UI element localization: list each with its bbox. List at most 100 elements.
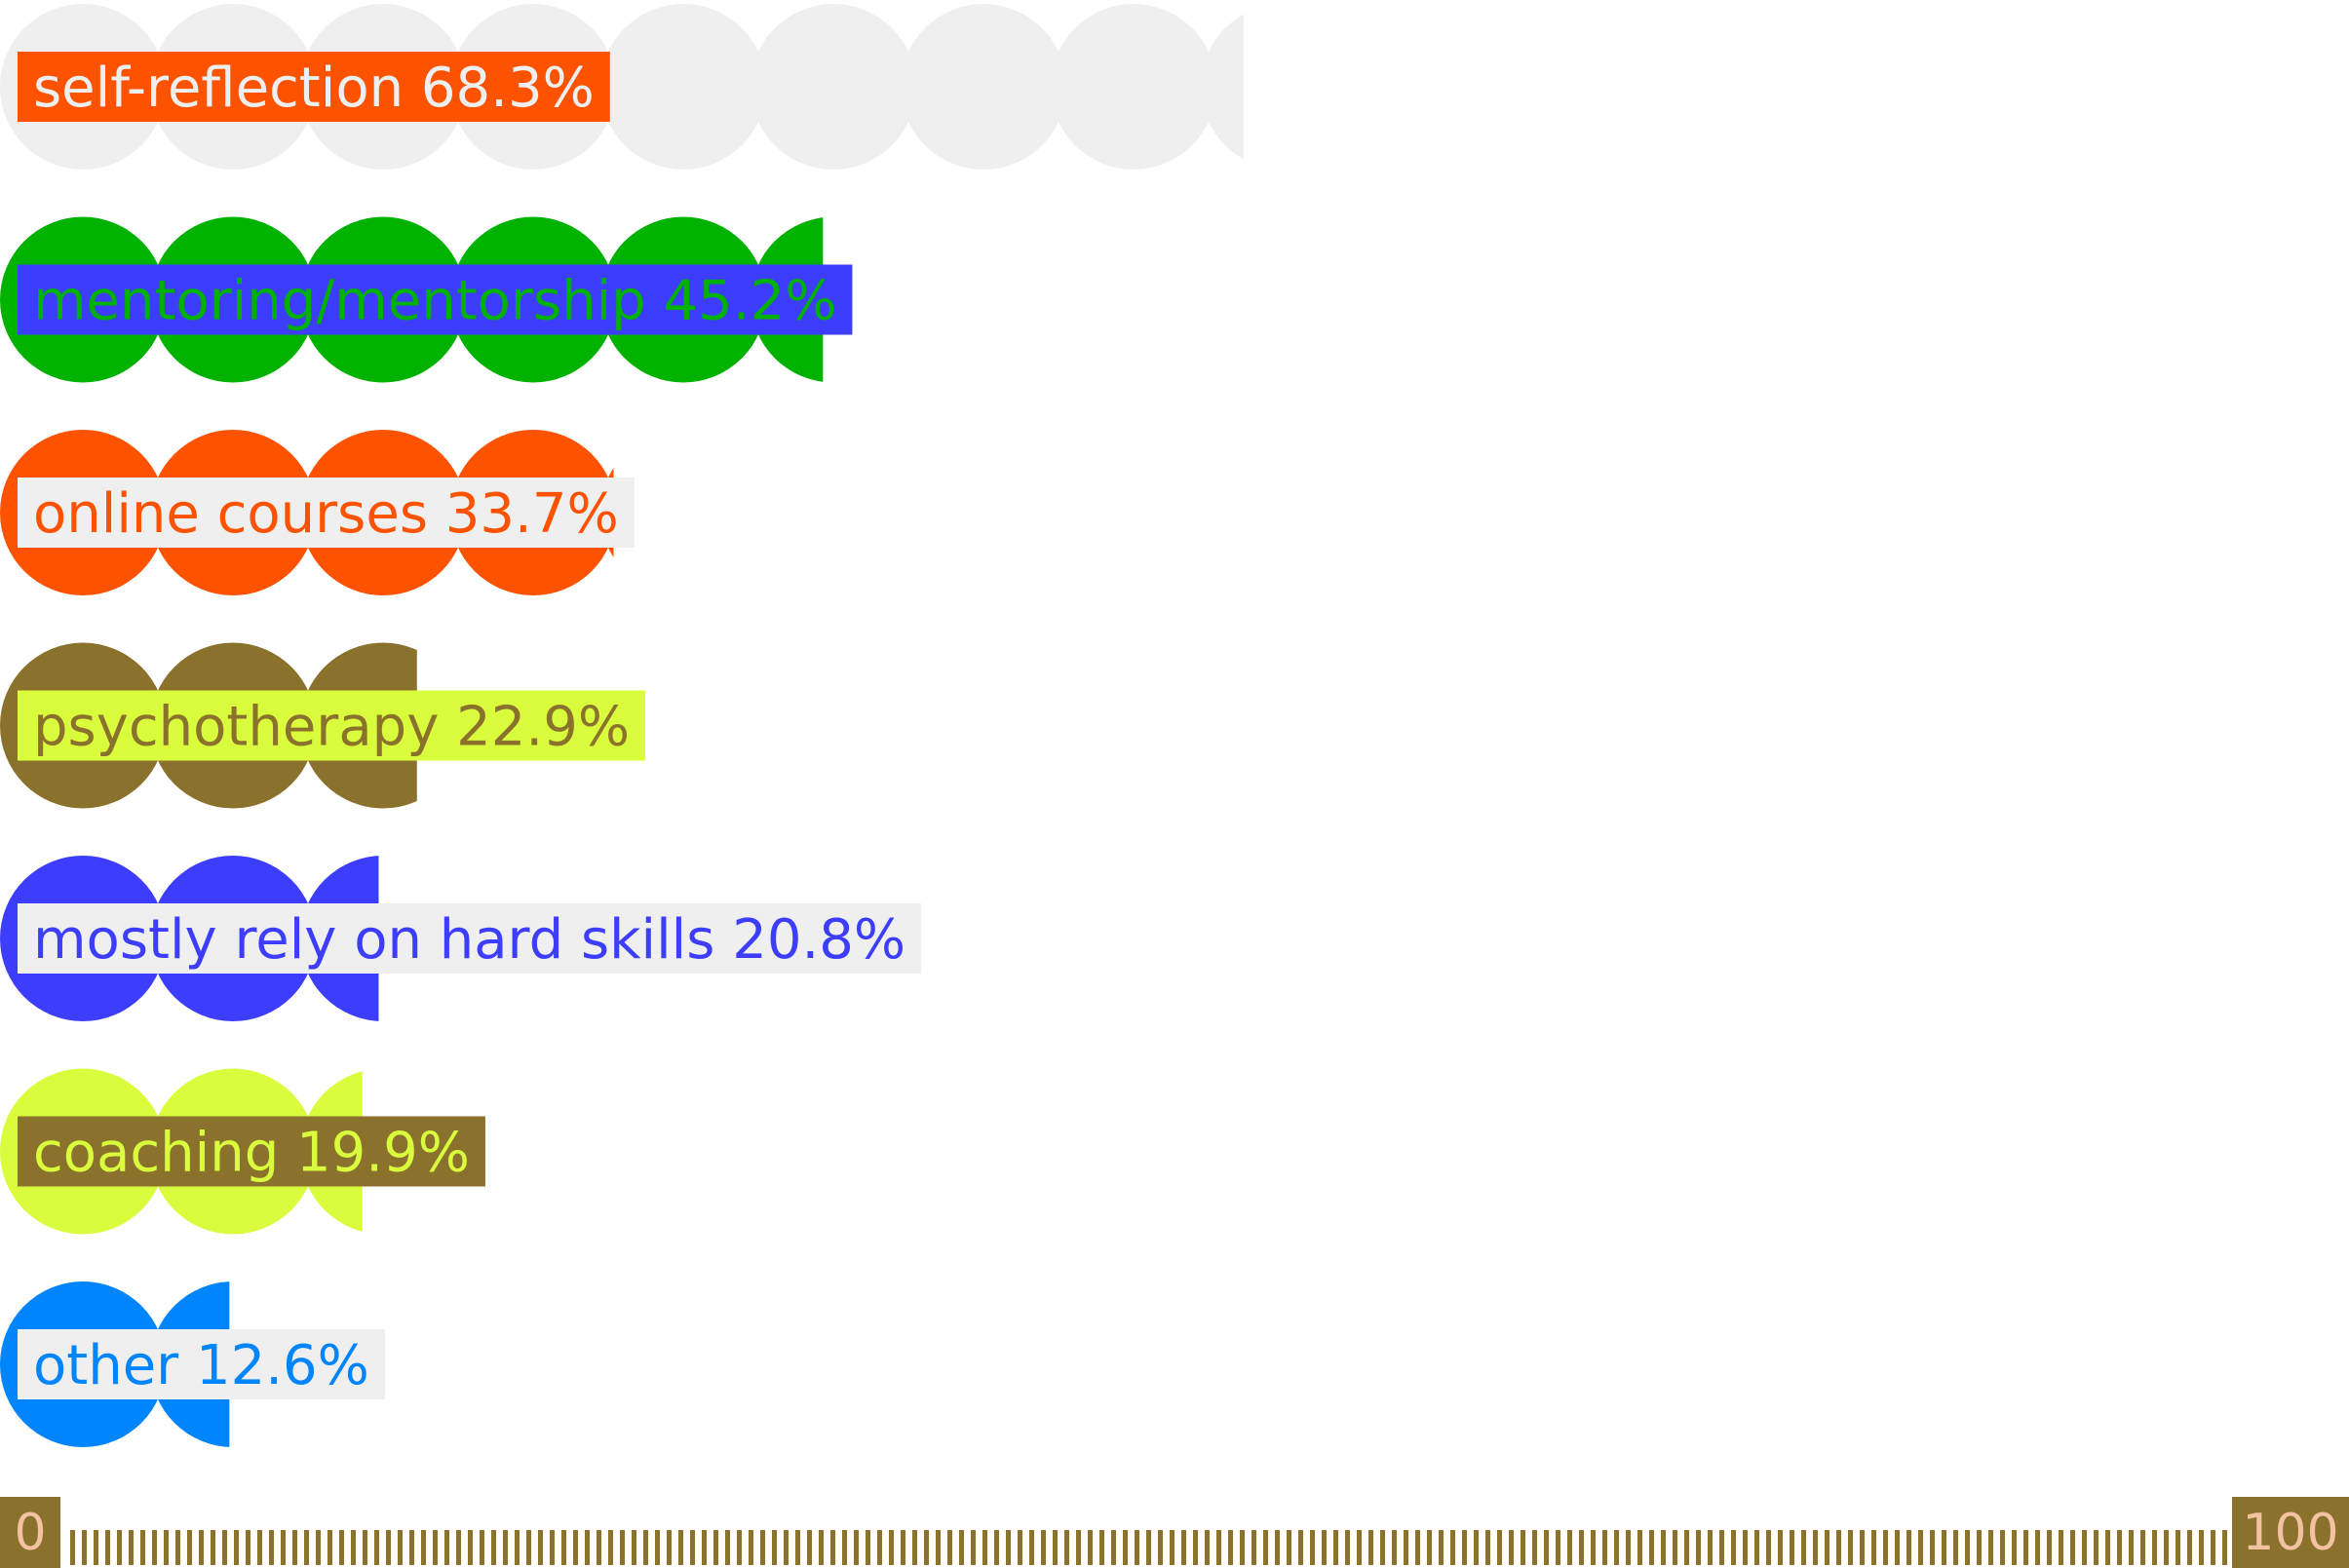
axis-tick bbox=[491, 1530, 496, 1565]
axis-tick bbox=[503, 1530, 508, 1565]
axis-tick bbox=[199, 1530, 204, 1565]
bar-row: online courses 33.7% bbox=[0, 430, 635, 595]
axis-tick bbox=[433, 1530, 438, 1565]
bar-label-bg bbox=[18, 903, 922, 974]
axis-tick bbox=[1310, 1530, 1315, 1565]
bar-dot bbox=[901, 4, 1066, 170]
axis-tick bbox=[1415, 1530, 1420, 1565]
axis-tick bbox=[140, 1530, 145, 1565]
axis-tick bbox=[1427, 1530, 1432, 1565]
bar-label: psychotherapy 22.9% bbox=[33, 696, 630, 759]
axis-tick bbox=[187, 1530, 192, 1565]
bar-label: coaching 19.9% bbox=[33, 1122, 470, 1185]
axis-tick bbox=[1708, 1530, 1713, 1565]
axis-tick bbox=[1953, 1530, 1958, 1565]
bar-label: mostly rely on hard skills 20.8% bbox=[33, 908, 905, 972]
axis-tick bbox=[1181, 1530, 1186, 1565]
axis-tick bbox=[1509, 1530, 1514, 1565]
axis-tick bbox=[1158, 1530, 1163, 1565]
axis-tick bbox=[690, 1530, 695, 1565]
axis-tick bbox=[2164, 1530, 2169, 1565]
axis-tick bbox=[655, 1530, 660, 1565]
axis-tick bbox=[994, 1530, 999, 1565]
bar-label: self-reflection 68.3% bbox=[33, 57, 595, 120]
axis-tick bbox=[363, 1530, 367, 1565]
axis-tick bbox=[117, 1530, 122, 1565]
axis-tick bbox=[1626, 1530, 1631, 1565]
axis-tick bbox=[1345, 1530, 1350, 1565]
axis-max-label: 100 bbox=[2242, 1504, 2338, 1562]
axis-tick bbox=[597, 1530, 601, 1565]
axis-tick bbox=[573, 1530, 578, 1565]
axis-tick bbox=[2070, 1530, 2075, 1565]
axis-tick bbox=[1719, 1530, 1724, 1565]
axis-tick bbox=[585, 1530, 590, 1565]
axis-tick bbox=[2094, 1530, 2099, 1565]
axis-tick bbox=[2152, 1530, 2157, 1565]
axis-tick bbox=[234, 1530, 239, 1565]
bar-label-bg bbox=[18, 1329, 385, 1399]
axis-tick bbox=[1754, 1530, 1759, 1565]
axis-tick bbox=[1404, 1530, 1408, 1565]
axis-tick bbox=[2059, 1530, 2063, 1565]
axis-tick bbox=[795, 1530, 800, 1565]
bar-row: mostly rely on hard skills 20.8% bbox=[0, 856, 922, 1021]
axis-tick bbox=[316, 1530, 321, 1565]
bar-row: coaching 19.9% bbox=[0, 1068, 485, 1235]
axis-tick bbox=[1439, 1530, 1444, 1565]
axis-tick bbox=[760, 1530, 765, 1565]
axis-tick bbox=[550, 1530, 555, 1565]
axis-tick bbox=[1871, 1530, 1876, 1565]
axis-tick bbox=[1485, 1530, 1490, 1565]
axis-tick bbox=[1801, 1530, 1806, 1565]
axis-tick bbox=[737, 1530, 742, 1565]
axis-tick bbox=[246, 1530, 250, 1565]
axis-tick bbox=[456, 1530, 461, 1565]
axis-tick bbox=[2012, 1530, 2017, 1565]
axis-tick bbox=[304, 1530, 309, 1565]
bar-row: other 12.6% bbox=[0, 1281, 385, 1447]
bars-group: self-reflection 68.3% mentoring/mentorshi… bbox=[0, 4, 1244, 1447]
axis-tick bbox=[819, 1530, 824, 1565]
axis-tick bbox=[1298, 1530, 1303, 1565]
axis-tick bbox=[1918, 1530, 1923, 1565]
axis-tick bbox=[2211, 1530, 2215, 1565]
axis-tick bbox=[2140, 1530, 2145, 1565]
axis-tick bbox=[1252, 1530, 1256, 1565]
axis-tick bbox=[1649, 1530, 1654, 1565]
axis-tick bbox=[281, 1530, 286, 1565]
axis-tick bbox=[947, 1530, 952, 1565]
axis-tick bbox=[1076, 1530, 1081, 1565]
axis-tick bbox=[1029, 1530, 1034, 1565]
axis-min-label-bg bbox=[0, 1497, 60, 1568]
axis-tick bbox=[1743, 1530, 1748, 1565]
axis-tick bbox=[526, 1530, 531, 1565]
axis-tick bbox=[842, 1530, 847, 1565]
axis-tick bbox=[1521, 1530, 1525, 1565]
axis-tick bbox=[105, 1530, 110, 1565]
axis-tick bbox=[292, 1530, 297, 1565]
bar-label: mentoring/mentorship 45.2% bbox=[33, 270, 836, 333]
axis-tick bbox=[351, 1530, 356, 1565]
axis-tick bbox=[713, 1530, 718, 1565]
axis-tick bbox=[1731, 1530, 1736, 1565]
axis-tick bbox=[1614, 1530, 1619, 1565]
axis-tick bbox=[912, 1530, 917, 1565]
axis-tick bbox=[1965, 1530, 1970, 1565]
axis-tick bbox=[1170, 1530, 1174, 1565]
axis-tick bbox=[749, 1530, 753, 1565]
axis-tick bbox=[889, 1530, 894, 1565]
axis-tick bbox=[1368, 1530, 1373, 1565]
axis-tick bbox=[1123, 1530, 1128, 1565]
axis-tick bbox=[561, 1530, 566, 1565]
axis-tick bbox=[1018, 1530, 1022, 1565]
axis-tick bbox=[807, 1530, 812, 1565]
axis-tick bbox=[1790, 1530, 1794, 1565]
axis-tick bbox=[1942, 1530, 1946, 1565]
axis-tick bbox=[2187, 1530, 2192, 1565]
axis-tick bbox=[1275, 1530, 1280, 1565]
axis-tick bbox=[1006, 1530, 1011, 1565]
axis-tick bbox=[936, 1530, 941, 1565]
axis-tick bbox=[374, 1530, 379, 1565]
